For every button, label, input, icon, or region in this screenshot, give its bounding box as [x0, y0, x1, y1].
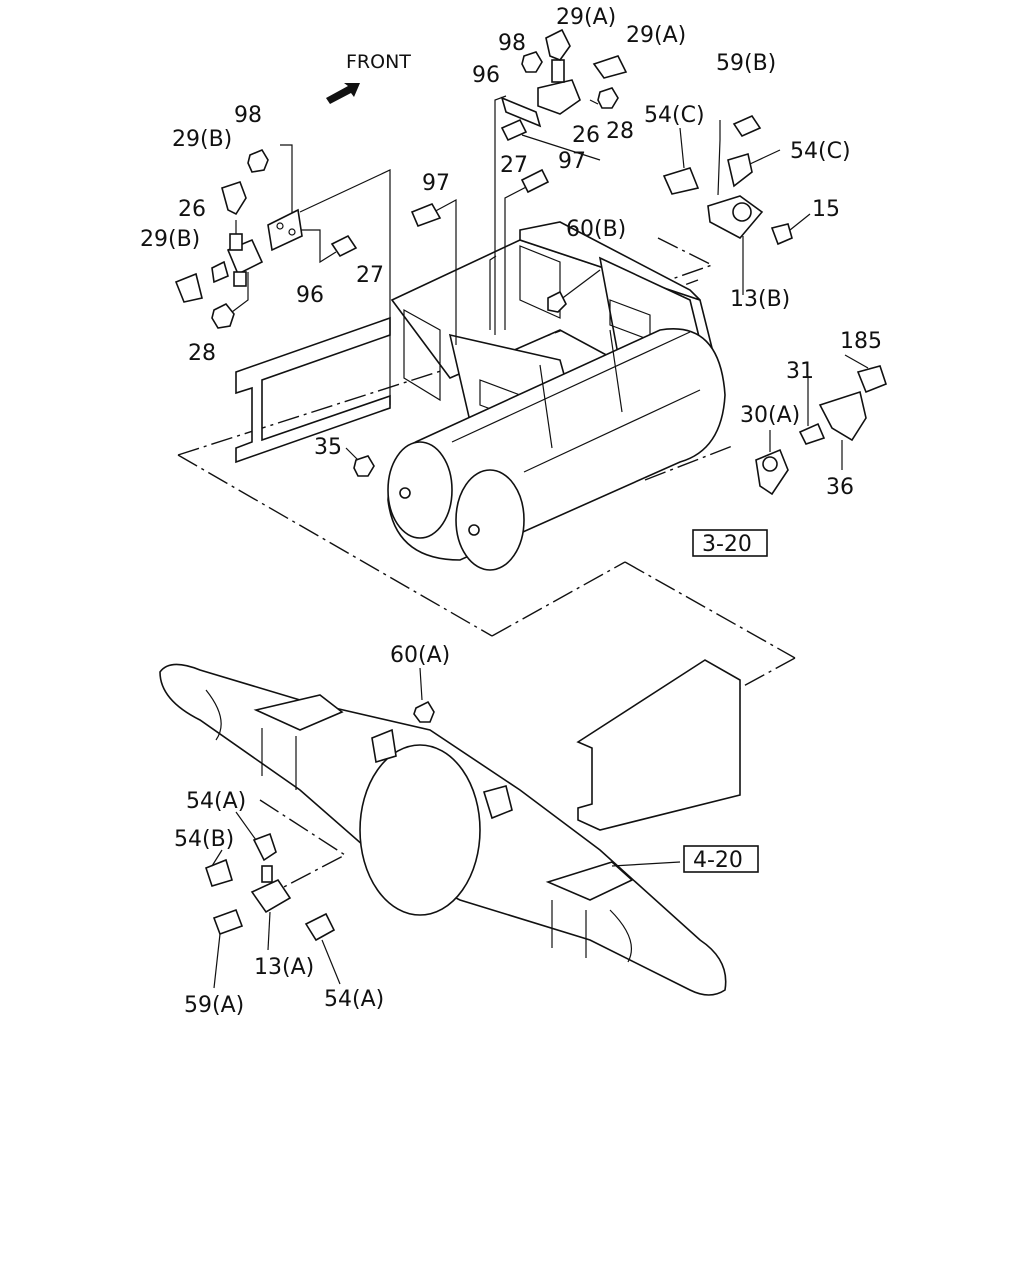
callout-15: 15 — [812, 197, 840, 222]
callout-29b-lower: 29(B) — [140, 227, 200, 252]
callout-54a-upper: 54(A) — [186, 789, 246, 814]
ref-box-3-20: 3-20 — [692, 529, 768, 557]
callout-60b: 60(B) — [566, 217, 626, 242]
elbow-54a-lower — [304, 912, 336, 942]
callout-29a-right: 29(A) — [626, 23, 686, 48]
bolt-59b — [732, 114, 762, 138]
callout-59a: 59(A) — [184, 993, 244, 1018]
callout-13b: 13(B) — [730, 287, 790, 312]
callout-29b-upper: 29(B) — [172, 127, 232, 152]
callout-30a: 30(A) — [740, 403, 800, 428]
rear-axle — [159, 663, 727, 996]
leaders-upper-left — [231, 95, 721, 405]
callout-28-left: 28 — [188, 341, 216, 366]
nut-60b — [547, 290, 567, 313]
bracket-36 — [818, 390, 867, 442]
callout-54c-left: 54(C) — [644, 103, 705, 128]
leaders-lower — [211, 127, 869, 989]
frame-rail-upper — [235, 316, 391, 464]
bolt-97-mid — [520, 168, 550, 194]
callout-35: 35 — [314, 435, 342, 460]
bolt-27-left — [330, 234, 358, 258]
callout-54c-right: 54(C) — [790, 139, 851, 164]
nut-60a — [413, 700, 435, 723]
callouts: 29(A) 29(A) 98 96 26 28 27 97 97 98 29(B… — [140, 5, 882, 1018]
front-indicator: FRONT — [326, 51, 411, 104]
lower-plane — [259, 799, 347, 891]
nut-35 — [353, 455, 375, 477]
bracket-96-top — [500, 96, 542, 128]
elbow-54b — [205, 858, 233, 887]
tee-fitting-26-left — [211, 233, 264, 287]
ref-box-4-20: 4-20 — [683, 845, 759, 873]
elbow-54c-left — [662, 167, 700, 195]
ref-3-20-label: 3-20 — [702, 532, 752, 557]
plug-15 — [770, 223, 793, 246]
valve-30a — [755, 448, 789, 496]
air-tanks — [387, 328, 726, 571]
switch-185 — [856, 365, 887, 394]
callout-27-top: 27 — [500, 153, 528, 178]
arrow-icon — [326, 83, 360, 104]
callout-36: 36 — [826, 475, 854, 500]
callout-59b: 59(B) — [716, 51, 776, 76]
tee-fitting-26-top — [537, 59, 581, 115]
nut-28-left — [211, 302, 235, 329]
callout-54b: 54(B) — [174, 827, 234, 852]
callout-13a: 13(A) — [254, 955, 314, 980]
callout-96-left: 96 — [296, 283, 324, 308]
nut-28-top — [597, 87, 619, 109]
bracket-96-left — [267, 208, 303, 252]
callout-97-left: 97 — [422, 171, 450, 196]
elbow-54a-upper — [252, 832, 277, 862]
callout-54a-lower: 54(A) — [324, 987, 384, 1012]
callout-28-top: 28 — [606, 119, 634, 144]
bolt-31 — [798, 422, 826, 445]
valve-13a — [250, 865, 292, 914]
callout-60a: 60(A) — [390, 643, 450, 668]
bolt-27-top — [500, 118, 528, 142]
elbow-29a-top — [545, 28, 571, 61]
callout-98-left: 98 — [234, 103, 262, 128]
nut-98-left — [247, 148, 269, 173]
callout-185: 185 — [840, 329, 882, 354]
valve-13b — [707, 195, 764, 240]
bolt-59a — [212, 908, 244, 936]
front-label: FRONT — [346, 51, 411, 73]
elbow-54c-right — [727, 152, 753, 188]
ref-4-20-label: 4-20 — [693, 848, 743, 873]
nut-98-top — [521, 51, 543, 73]
bolt-97-left — [410, 202, 442, 228]
callout-97-mid: 97 — [558, 149, 586, 174]
callout-96-top: 96 — [472, 63, 500, 88]
callout-27-left: 27 — [356, 263, 384, 288]
elbow-29b-upper — [221, 180, 247, 216]
callout-26-top: 26 — [572, 123, 600, 148]
callout-29a-top: 29(A) — [556, 5, 616, 30]
callout-31: 31 — [786, 359, 814, 384]
callout-26-left: 26 — [178, 197, 206, 222]
elbow-29a-right — [592, 55, 628, 79]
elbow-29b-lower — [174, 272, 203, 303]
frame-rail-lower — [576, 659, 741, 831]
callout-98-top: 98 — [498, 31, 526, 56]
